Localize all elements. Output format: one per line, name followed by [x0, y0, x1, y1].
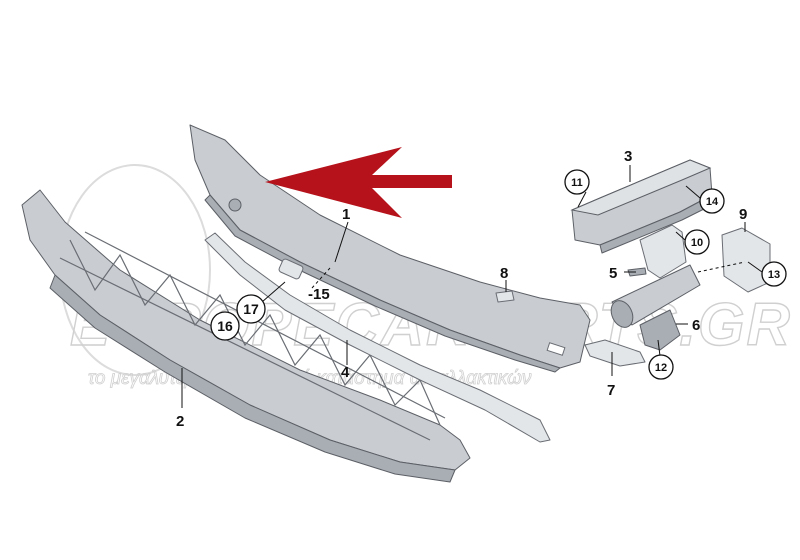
svg-text:16: 16	[217, 318, 233, 334]
callout-17: 17	[236, 294, 266, 324]
part-side-bracket	[721, 227, 771, 293]
svg-text:11: 11	[571, 177, 583, 189]
callout-13: 13	[761, 261, 787, 287]
callout-16: 16	[210, 311, 240, 341]
label-8: 8	[500, 265, 508, 282]
part-bumper-carrier	[21, 189, 471, 483]
svg-text:10: 10	[691, 237, 703, 249]
svg-text:14: 14	[706, 196, 719, 208]
callout-12: 12	[648, 354, 674, 380]
svg-text:13: 13	[768, 269, 780, 281]
svg-text:12: 12	[655, 362, 667, 374]
leader-lines	[181, 165, 763, 408]
label-4: 4	[341, 364, 350, 381]
direction-arrow	[265, 147, 452, 218]
part-tow-tube	[610, 264, 701, 328]
label-6: 6	[692, 317, 700, 334]
svg-text:17: 17	[243, 301, 259, 317]
label-1: 1	[342, 206, 350, 223]
part-bumper-beam	[189, 124, 591, 373]
label-3: 3	[624, 148, 632, 165]
label-7: 7	[607, 382, 615, 399]
callout-10: 10	[684, 229, 710, 255]
part-bolt	[627, 267, 647, 277]
label-9: 9	[739, 206, 747, 223]
part-mounting-plate	[639, 224, 687, 279]
part-end-tab	[584, 339, 646, 367]
part-crash-box	[570, 159, 713, 254]
part-lower-strip	[204, 232, 551, 443]
label-15: -15	[308, 286, 330, 303]
label-2: 2	[176, 413, 184, 430]
part-tow-cap	[639, 309, 681, 351]
part-small-bracket	[495, 290, 515, 303]
callout-14: 14	[699, 188, 725, 214]
label-5: 5	[609, 265, 617, 282]
callout-11: 11	[564, 169, 590, 195]
